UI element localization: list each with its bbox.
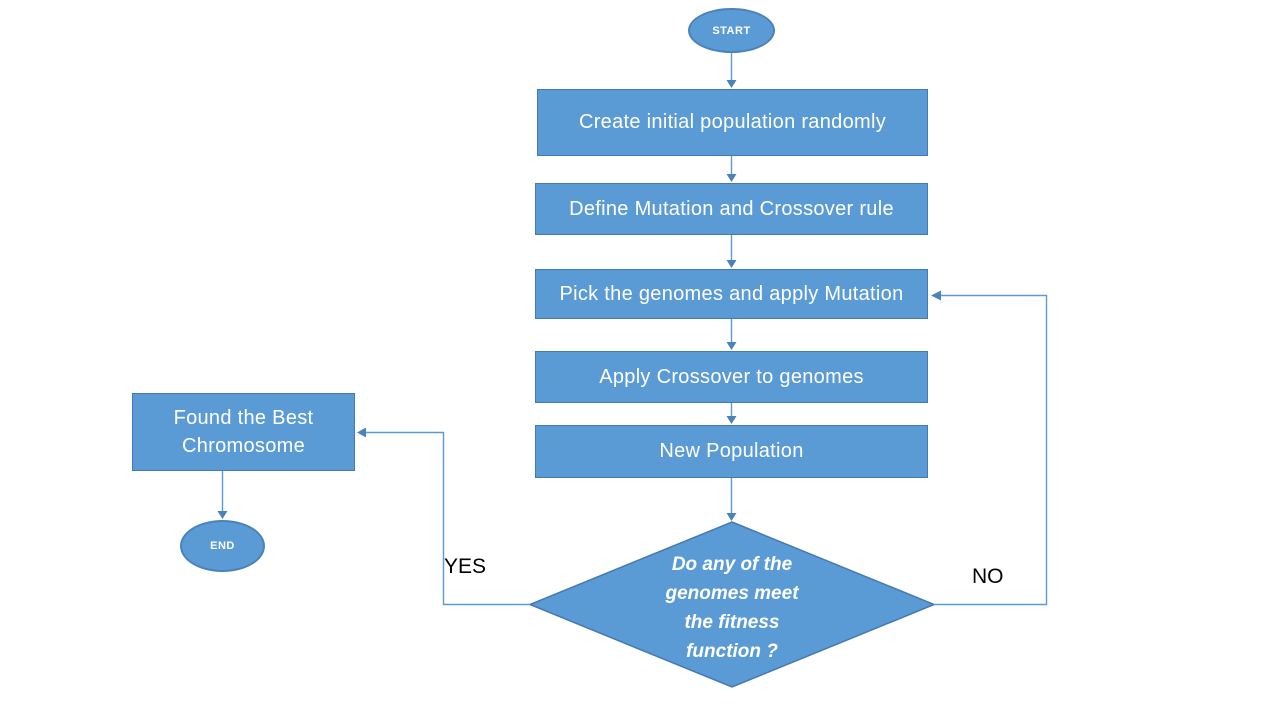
decision-diamond-shape <box>528 521 936 688</box>
node-apply-crossover-label: Apply Crossover to genomes <box>599 365 864 388</box>
decision-line2: genomes meet <box>665 583 799 604</box>
node-pick-genomes: Pick the genomes and apply Mutation <box>535 269 928 319</box>
arrow-found-to-end <box>217 471 228 519</box>
node-create-population-label: Create initial population randomly <box>578 111 887 133</box>
node-new-population: New Population <box>535 425 928 478</box>
decision-line1: Do any of the <box>671 554 793 575</box>
node-found-best: Found the Best Chromosome <box>132 393 355 471</box>
node-new-population-label: New Population <box>659 440 804 462</box>
arrow-decision-no-to-pick <box>931 290 1048 606</box>
node-found-best-line1: Found the Best <box>173 407 314 429</box>
node-start: START <box>688 8 775 53</box>
arrow-pick-to-crossover <box>726 319 737 350</box>
node-define-rules-label: Define Mutation and Crossover rule <box>569 197 894 220</box>
node-decision-label: Do any of the genomes meet the fitness f… <box>602 550 862 666</box>
edge-label-yes: YES <box>444 555 487 578</box>
node-define-rules: Define Mutation and Crossover rule <box>535 183 928 235</box>
arrow-define-to-pick <box>726 235 737 268</box>
arrow-crossover-to-newpop <box>726 403 737 424</box>
node-start-label: START <box>712 24 751 37</box>
arrow-newpop-to-decision <box>726 478 737 521</box>
node-create-population: Create initial population randomly <box>537 89 928 156</box>
node-end-label: END <box>210 540 235 552</box>
decision-line4: function ? <box>686 641 778 662</box>
node-apply-crossover: Apply Crossover to genomes <box>535 351 928 403</box>
arrow-start-to-create <box>726 53 737 88</box>
arrow-create-to-define <box>726 156 737 182</box>
decision-line3: the fitness <box>684 612 780 633</box>
node-found-best-line2: Chromosome <box>181 435 306 457</box>
node-end: END <box>180 520 265 572</box>
arrow-decision-yes-to-found <box>357 427 530 606</box>
node-pick-genomes-label: Pick the genomes and apply Mutation <box>559 282 904 305</box>
edge-label-no: NO <box>972 565 1004 588</box>
